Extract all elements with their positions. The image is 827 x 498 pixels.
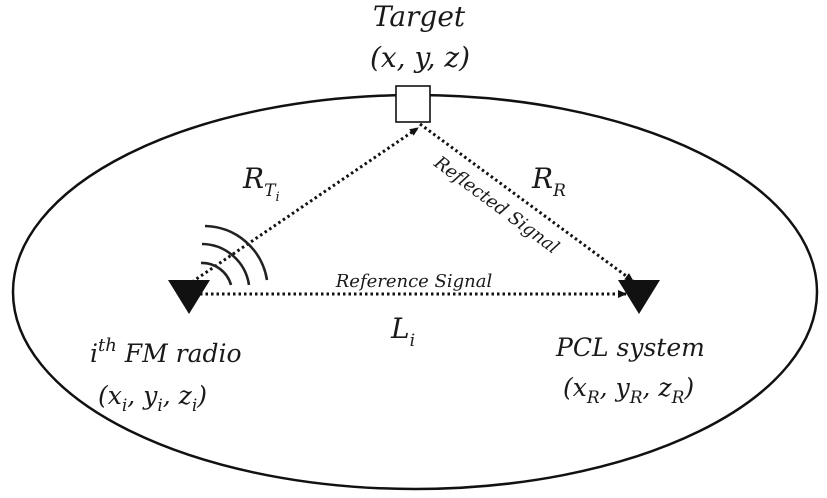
coverage-ellipse (11, 93, 819, 491)
transmitter-label: ith FM radio (90, 335, 242, 368)
radio-wave-icon (200, 224, 269, 286)
target-to-receiver-path (419, 122, 634, 283)
receiver-label: PCL system (555, 333, 705, 362)
transmitter-coords: (xi, yi, zi) (98, 381, 207, 416)
target-coords: (x, y, z) (370, 41, 470, 74)
rt-label: RTi (242, 162, 280, 205)
receiver-coords: (xR, yR, zR) (563, 373, 694, 408)
transmitter-to-target-path (191, 126, 419, 284)
transmitter-antenna-icon (168, 280, 210, 314)
target-label: Target (373, 0, 466, 33)
li-label: Li (390, 312, 415, 351)
rr-label: RR (531, 162, 566, 201)
reference-signal-label: Reference Signal (335, 271, 493, 292)
target-marker (395, 85, 431, 123)
receiver-antenna-icon (618, 280, 660, 314)
